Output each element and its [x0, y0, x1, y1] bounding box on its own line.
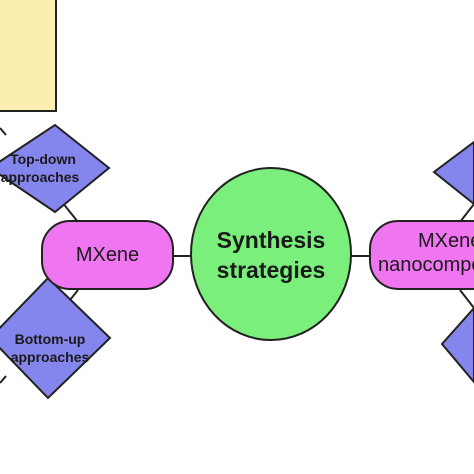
connector-right-topdiamond	[459, 203, 474, 223]
right-pill-node	[369, 220, 474, 290]
bottom-left-diamond-label: Bottom-up approaches	[6, 330, 94, 366]
bottom-right-diamond	[440, 306, 474, 384]
right-node-label-line2: nanocompo	[378, 254, 474, 276]
left-node-label: MXene	[75, 244, 140, 266]
center-circle-node	[190, 167, 352, 341]
left-pill-node	[41, 220, 174, 290]
center-label: Synthesis strategies	[191, 225, 351, 285]
top-right-diamond	[432, 140, 474, 206]
center-label-line1: Synthesis	[216, 227, 326, 253]
top-left-diamond-line2: approaches	[0, 169, 80, 185]
connector-topdiamond-offscreen	[0, 127, 7, 136]
bottom-left-diamond-line1: Bottom-up	[14, 331, 86, 347]
connector-right-bottomdiamond	[459, 289, 474, 309]
bottom-left-diamond-line2: approaches	[10, 349, 90, 365]
center-label-line2: strategies	[216, 257, 326, 283]
right-node-label-line1: MXene	[418, 230, 474, 252]
connector-bottomdiamond-offscreen	[0, 375, 7, 384]
bottom-left-diamond	[0, 276, 112, 400]
top-left-diamond-line1: Top-down	[10, 151, 76, 167]
top-left-diamond	[0, 123, 111, 214]
top-left-diamond-label: Top-down approaches	[0, 150, 80, 186]
yellow-note-box	[0, 0, 57, 112]
right-node-label: MXene nanocompo	[378, 229, 474, 277]
